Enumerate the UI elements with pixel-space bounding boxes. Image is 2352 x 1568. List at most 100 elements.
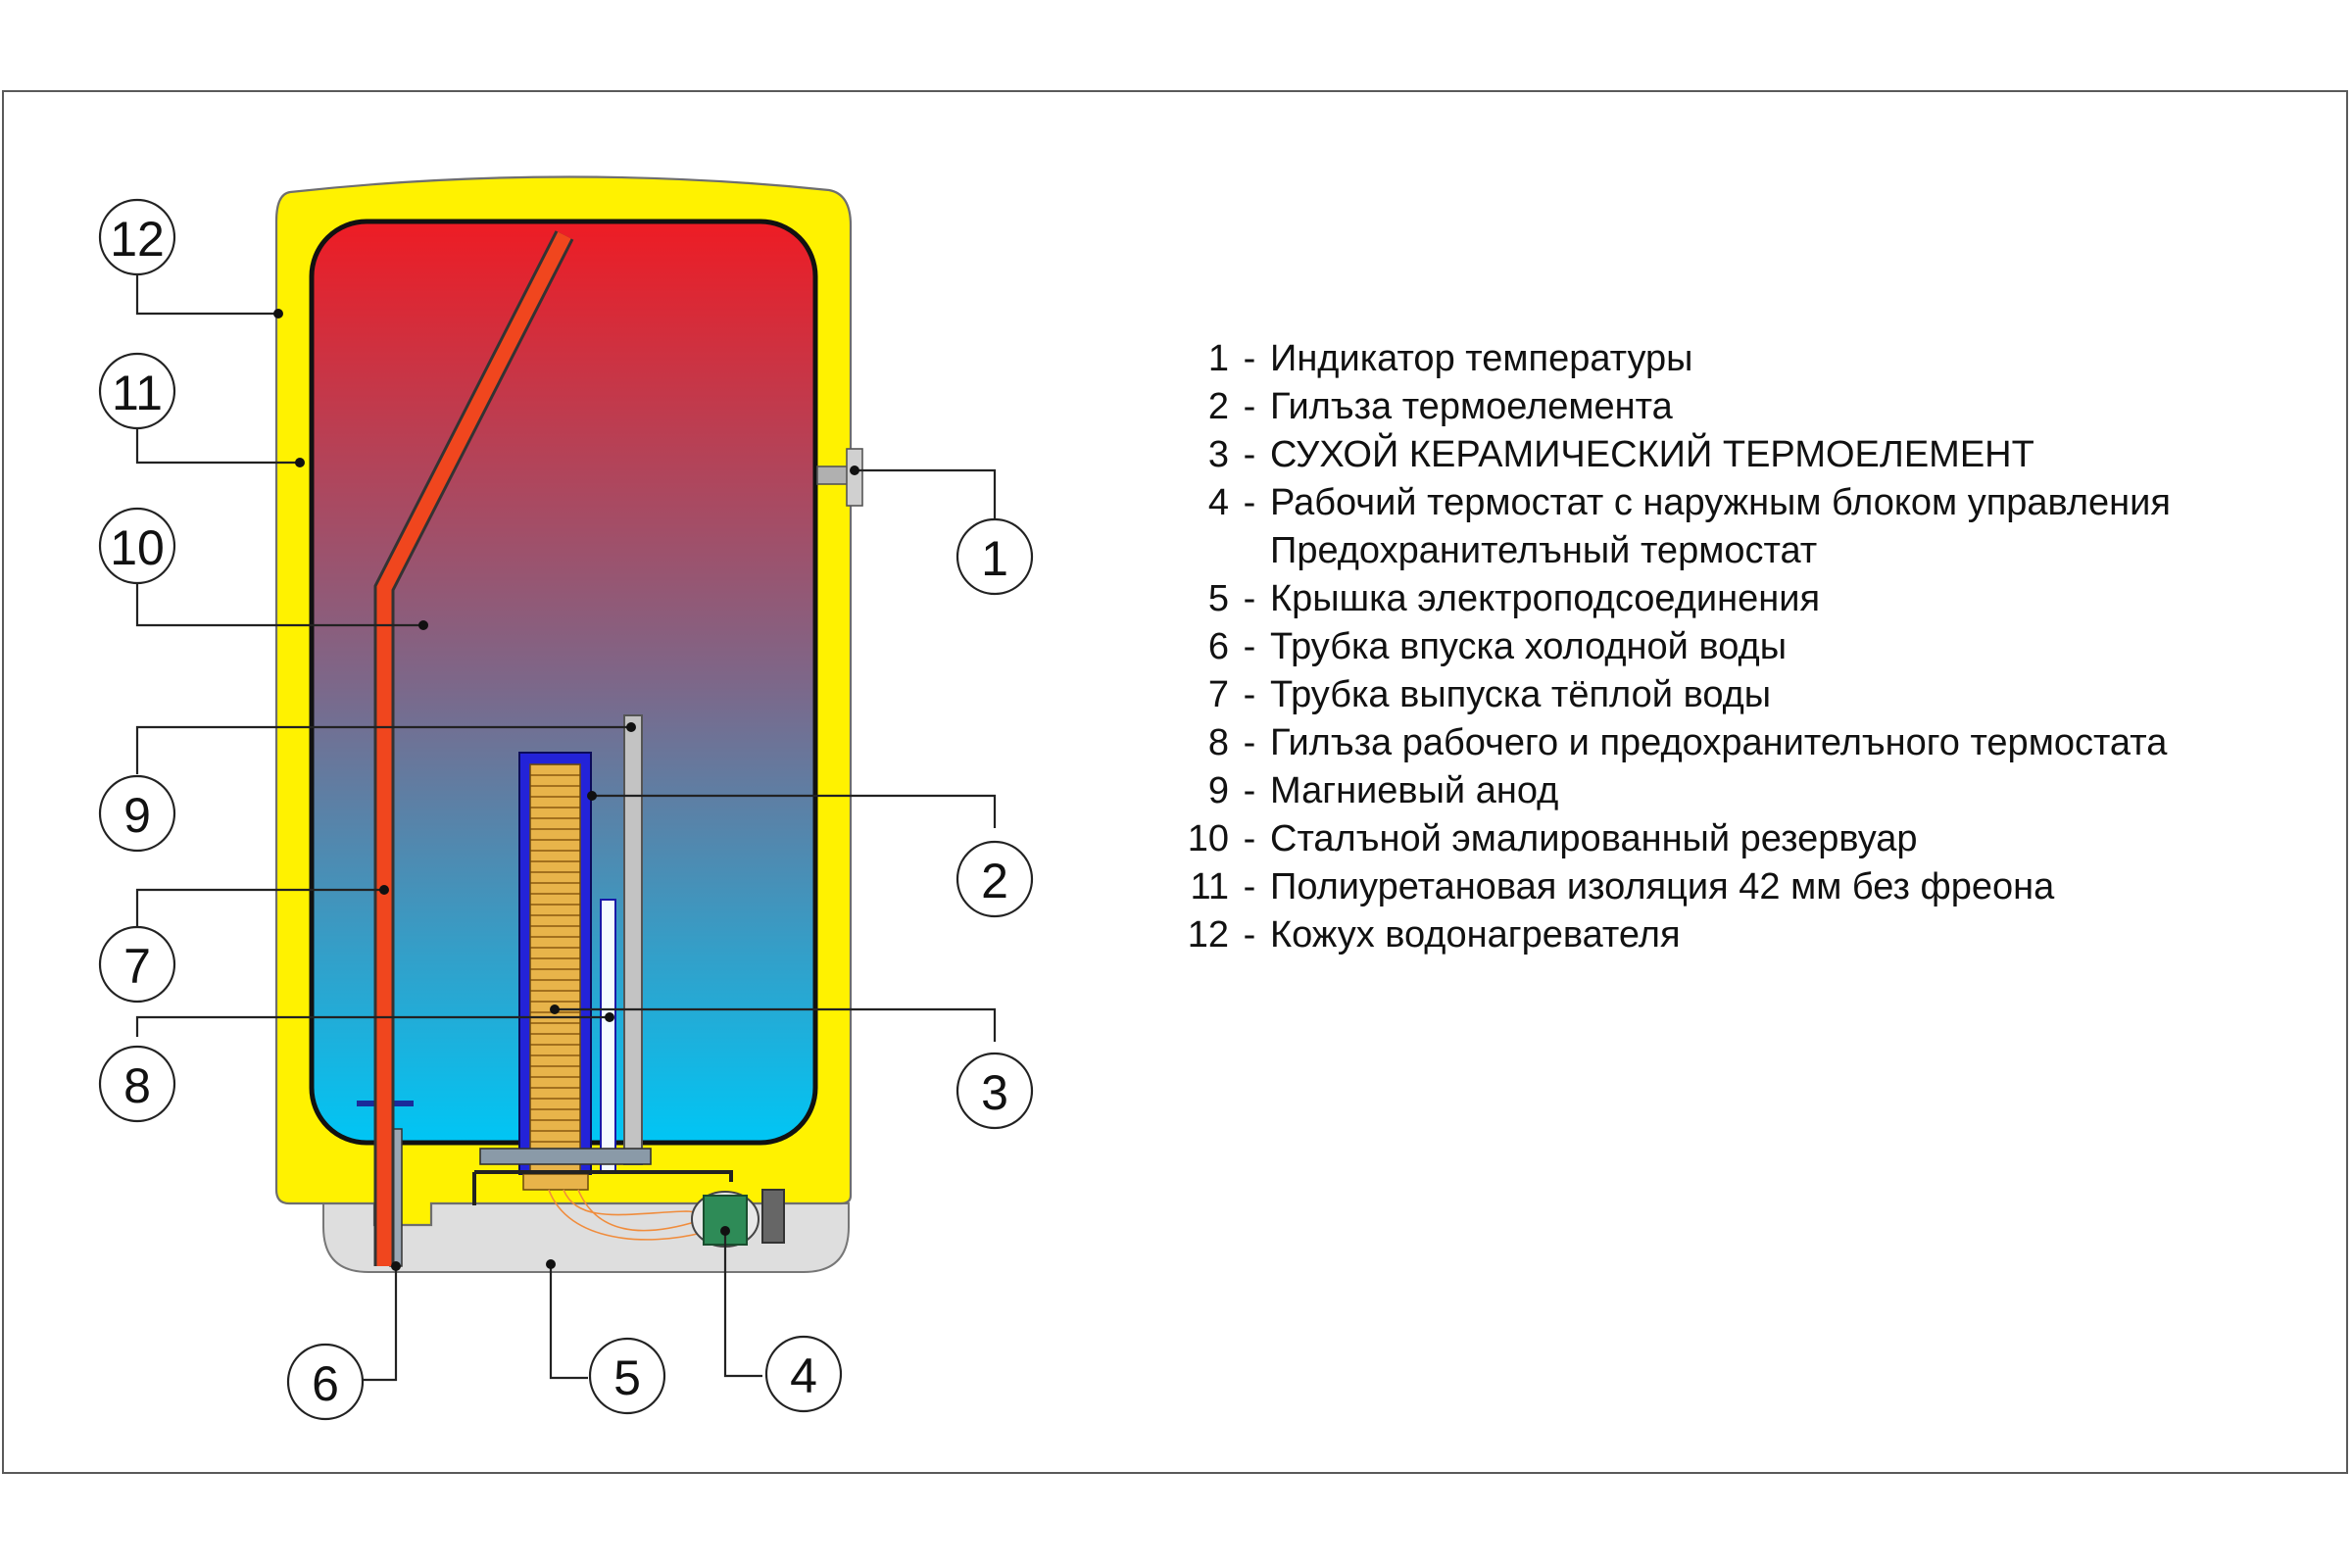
bottom-bracket — [472, 1170, 733, 1205]
legend-number: 2 — [1207, 386, 1229, 427]
callout-11: 11 — [98, 352, 176, 430]
legend-text: Трубка выпуска тёплой воды — [1270, 674, 1772, 715]
flange-connector — [522, 1173, 589, 1191]
legend-number: 1 — [1207, 338, 1229, 379]
magnesium-anode — [623, 714, 643, 1165]
leader-5 — [549, 1264, 588, 1380]
legend-number: 11 — [1190, 866, 1229, 907]
legend-separator: - — [1243, 866, 1256, 907]
legend-item-11: 11-Полиуретановая изоляция 42 мм без фре… — [1127, 863, 2171, 911]
callout-10: 10 — [98, 507, 176, 585]
anchor-dot-12 — [273, 309, 283, 318]
legend-text: Индикатор температуры — [1270, 338, 1693, 379]
leader-4 — [723, 1231, 762, 1378]
legend-number: 7 — [1207, 674, 1229, 715]
callout-12: 12 — [98, 198, 176, 276]
diagram-frame — [2, 90, 2348, 1474]
callout-7: 7 — [98, 925, 176, 1004]
callout-label: 10 — [110, 520, 165, 575]
callout-label: 7 — [123, 939, 151, 994]
callout-9: 9 — [98, 774, 176, 853]
leader-3 — [555, 1007, 997, 1042]
legend-text: Рабочий термостат с наружным блоком упра… — [1270, 482, 2171, 523]
anchor-dot-3 — [550, 1004, 560, 1014]
legend-separator: - — [1243, 770, 1256, 811]
temperature-indicator — [846, 448, 863, 507]
callout-label: 8 — [123, 1058, 151, 1113]
callout-label: 11 — [112, 366, 163, 420]
legend-text: Кожух водонагревателя — [1270, 914, 1681, 956]
leader-9 — [135, 725, 631, 774]
legend-item-4-continued: Предохранителъный термостат — [1127, 527, 2171, 575]
callout-label: 1 — [981, 531, 1008, 586]
legend-number: 8 — [1207, 722, 1229, 763]
anchor-dot-10 — [418, 620, 428, 630]
legend-item-10: 10-Сталъной эмалированный резервуар — [1127, 815, 2171, 863]
legend-number: 5 — [1207, 578, 1229, 619]
legend-item-7: 7-Трубка выпуска тёплой воды — [1127, 671, 2171, 719]
legend-item-6: 6-Трубка впуска холодной воды — [1127, 623, 2171, 671]
legend-separator: - — [1243, 338, 1256, 379]
legend-text: Гилъза термоелемента — [1270, 386, 1673, 427]
legend-separator: - — [1243, 434, 1256, 475]
legend-separator: - — [1243, 386, 1256, 427]
anchor-dot-7 — [379, 885, 389, 895]
legend-separator: - — [1243, 578, 1256, 619]
legend-number: 10 — [1187, 818, 1229, 859]
leader-8 — [135, 1015, 610, 1037]
legend-item-12: 12-Кожух водонагревателя — [1127, 911, 2171, 959]
legend-separator: - — [1243, 674, 1256, 715]
ceramic-heating-element — [529, 763, 581, 1175]
legend-item-1: 1-Индикатор температуры — [1127, 335, 2171, 383]
legend-text: Крышка электроподсоединения — [1270, 578, 1821, 619]
flange-plate — [479, 1148, 652, 1165]
legend-text: Гилъза рабочего и предохранителъного тер… — [1270, 722, 2168, 763]
anchor-dot-6 — [391, 1261, 401, 1271]
anchor-dot-1 — [850, 466, 859, 475]
callout-1: 1 — [956, 517, 1034, 596]
legend-item-8: 8-Гилъза рабочего и предохранителъного т… — [1127, 719, 2171, 767]
anchor-dot-4 — [720, 1226, 730, 1236]
leader-12 — [135, 265, 278, 316]
callout-8: 8 — [98, 1045, 176, 1123]
legend-separator: - — [1243, 626, 1256, 667]
legend-separator: - — [1243, 914, 1256, 956]
callout-5: 5 — [588, 1337, 666, 1415]
legend-text: Магниевый анод — [1270, 770, 1559, 811]
legend-list: 1-Индикатор температуры 2-Гилъза термоел… — [1127, 335, 2171, 959]
callout-label: 6 — [312, 1356, 339, 1411]
callout-4: 4 — [764, 1335, 843, 1413]
legend-number: 4 — [1207, 482, 1229, 523]
legend-item-9: 9-Магниевый анод — [1127, 767, 2171, 815]
leader-11 — [135, 419, 300, 465]
legend-text: Сталъной эмалированный резервуар — [1270, 818, 1918, 859]
anchor-dot-2 — [587, 791, 597, 801]
thermostat-well — [600, 899, 616, 1173]
legend-text: Трубка впуска холодной воды — [1270, 626, 1788, 667]
callout-label: 3 — [981, 1065, 1008, 1120]
legend-text: СУХОЙ КЕРАМИЧЕСКИЙ ТЕРМОЕЛЕМЕНТ — [1270, 434, 2034, 475]
anchor-dot-8 — [605, 1012, 614, 1022]
legend-item-2: 2-Гилъза термоелемента — [1127, 383, 2171, 431]
legend-separator: - — [1243, 818, 1256, 859]
callout-3: 3 — [956, 1052, 1034, 1130]
callout-6: 6 — [286, 1343, 365, 1421]
legend-text: Полиуретановая изоляция 42 мм без фреона — [1270, 866, 2055, 907]
leader-7 — [135, 888, 384, 929]
legend-item-4: 4-Рабочий термостат с наружным блоком уп… — [1127, 479, 2171, 527]
legend-separator: - — [1243, 722, 1256, 763]
legend-item-5: 5-Крышка электроподсоединения — [1127, 575, 2171, 623]
callout-label: 9 — [123, 788, 151, 843]
legend-separator: - — [1243, 482, 1256, 523]
anchor-dot-9 — [626, 722, 636, 732]
legend-item-3: 3-СУХОЙ КЕРАМИЧЕСКИЙ ТЕРМОЕЛЕМЕНТ — [1127, 431, 2171, 479]
legend-text: Предохранителъный термостат — [1270, 530, 1818, 571]
callout-label: 4 — [790, 1348, 817, 1403]
control-box — [761, 1189, 785, 1244]
anchor-dot-5 — [546, 1259, 556, 1269]
leader-1 — [855, 468, 997, 521]
callout-2: 2 — [956, 840, 1034, 918]
leader-6 — [363, 1266, 398, 1382]
anchor-dot-11 — [295, 458, 305, 467]
